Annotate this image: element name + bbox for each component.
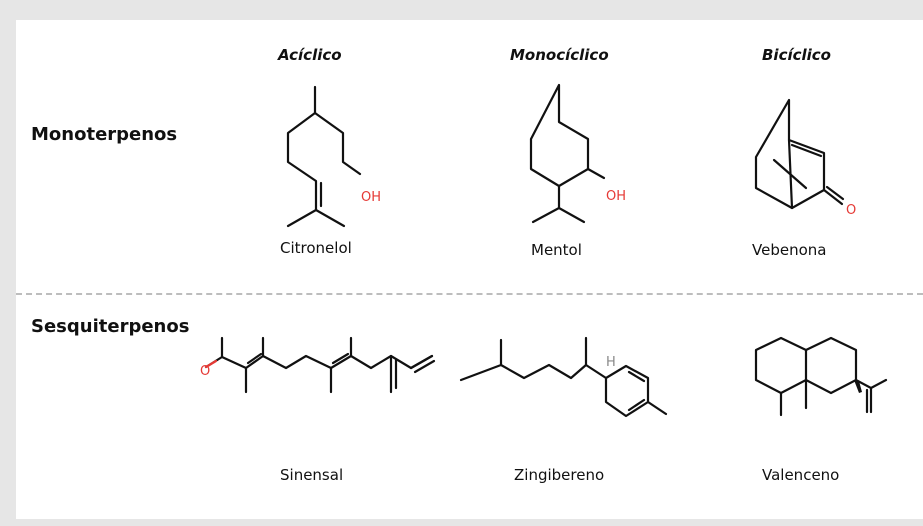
- zingiberene-structure: H: [459, 336, 668, 418]
- terpene-classification-panel: Acíclico Monocíclico Bicíclico Monoterpe…: [16, 20, 923, 519]
- verbenone-o-label: O: [846, 203, 856, 218]
- valencene-structure: [754, 336, 888, 417]
- column-header-bicyclic: Bicíclico: [762, 46, 831, 64]
- verbenone-structure: O: [754, 98, 856, 218]
- zingiberene-name: Zingibereno: [514, 466, 605, 484]
- sinensal-name: Sinensal: [280, 466, 344, 484]
- column-header-acyclic: Acíclico: [278, 46, 342, 64]
- zingiberene-h-label: H: [606, 355, 616, 370]
- row-header-sesquiterpenes: Sesquiterpenos: [31, 316, 190, 337]
- menthol-name: Mentol: [531, 241, 582, 259]
- verbenone-name: Vebenona: [752, 241, 827, 259]
- column-header-monocyclic: Monocíclico: [510, 46, 609, 64]
- menthol-structure: OH: [529, 83, 626, 224]
- row-header-monoterpenes: Monoterpenos: [31, 124, 178, 145]
- sinensal-structure: O: [200, 336, 436, 394]
- citronellol-name: Citronelol: [280, 239, 352, 257]
- row-divider: [16, 293, 923, 295]
- valencene-name: Valenceno: [762, 466, 840, 484]
- sinensal-o-label: O: [200, 364, 210, 379]
- citronellol-structure: OH: [286, 85, 381, 228]
- citronellol-oh-label: OH: [361, 190, 381, 205]
- menthol-oh-label: OH: [606, 189, 626, 204]
